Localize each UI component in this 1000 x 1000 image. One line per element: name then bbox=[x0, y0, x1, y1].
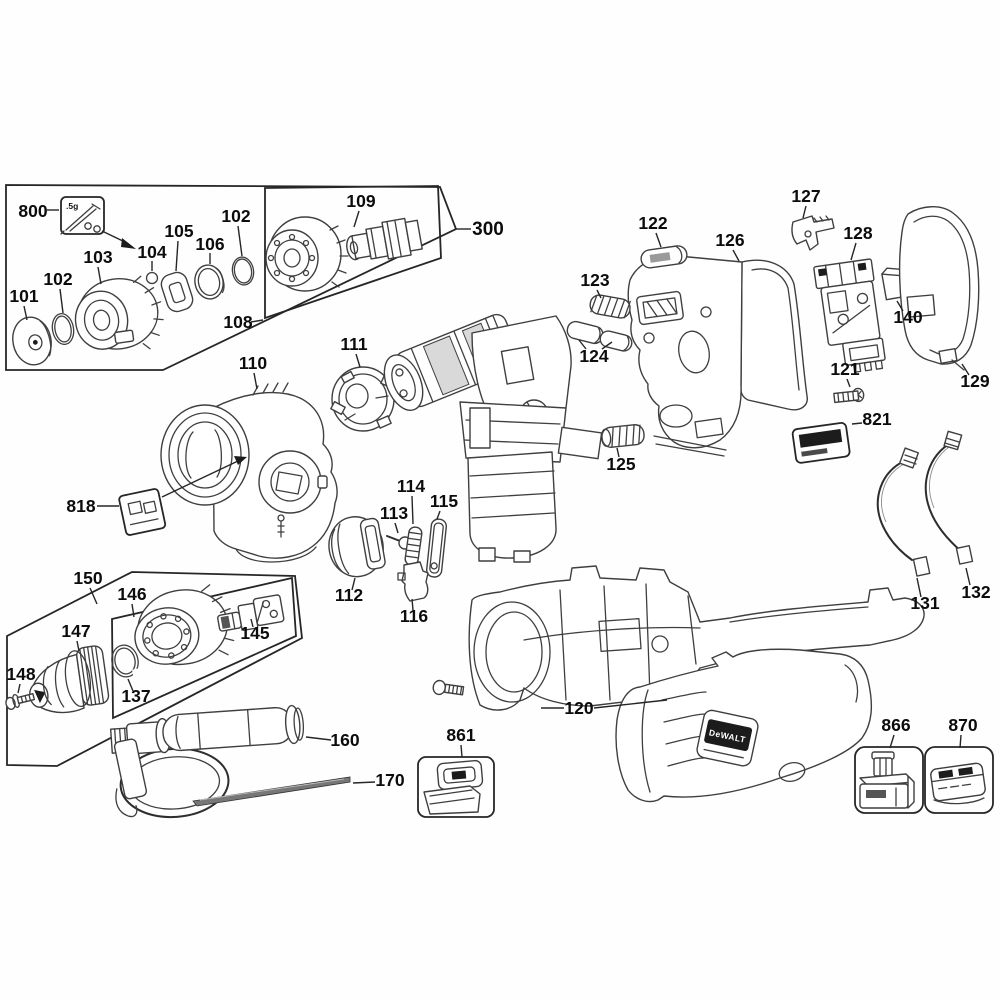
part-120-screw bbox=[432, 679, 465, 696]
part-147-chuck bbox=[29, 645, 110, 714]
label-129: 129 bbox=[960, 371, 989, 391]
part-121-screw bbox=[833, 387, 865, 404]
label-148: 148 bbox=[6, 664, 35, 684]
part-124-pins bbox=[566, 320, 633, 352]
part-108-clutch-drum bbox=[265, 216, 349, 292]
label-300: 300 bbox=[472, 219, 504, 240]
part-120-upper-clamshell bbox=[468, 565, 925, 711]
brand-badge: DeWALT bbox=[696, 709, 759, 767]
part-148-screw bbox=[5, 693, 36, 711]
part-110-gear-housing bbox=[160, 382, 338, 563]
assembly-box-108 bbox=[264, 185, 442, 320]
label-818: 818 bbox=[66, 496, 95, 516]
label-106: 106 bbox=[195, 234, 224, 254]
label-124: 124 bbox=[579, 346, 608, 366]
label-116: 116 bbox=[400, 606, 428, 626]
part-109-spindle bbox=[346, 217, 423, 261]
part-145-adapter bbox=[217, 594, 285, 632]
label-122: 122 bbox=[638, 213, 667, 233]
part-128-switch bbox=[813, 258, 886, 373]
label-821: 821 bbox=[862, 409, 891, 429]
label-113: 113 bbox=[380, 503, 408, 523]
label-131: 131 bbox=[910, 593, 939, 613]
label-145: 145 bbox=[240, 623, 269, 643]
arrow-head bbox=[121, 238, 136, 249]
part-129-handle-cover bbox=[898, 206, 980, 371]
part-821-label bbox=[791, 422, 851, 464]
label-128: 128 bbox=[843, 223, 872, 243]
label-146: 146 bbox=[117, 584, 146, 604]
label-114: 114 bbox=[397, 476, 425, 496]
grease-qty-label: .5g bbox=[66, 201, 78, 211]
label-103: 103 bbox=[83, 247, 112, 267]
part-114-spring bbox=[404, 526, 423, 566]
part-102a-oring bbox=[51, 312, 75, 346]
part-116-detent bbox=[397, 561, 429, 602]
part-101-cap bbox=[12, 316, 52, 366]
label-121: 121 bbox=[830, 359, 859, 379]
label-125: 125 bbox=[606, 454, 635, 474]
part-818-label bbox=[118, 456, 247, 536]
label-109: 109 bbox=[346, 191, 375, 211]
label-108: 108 bbox=[223, 312, 252, 332]
label-123: 123 bbox=[580, 270, 609, 290]
part-170-depth-rod bbox=[192, 776, 351, 807]
part-160-side-handle bbox=[109, 704, 305, 819]
part-866-battery bbox=[854, 746, 924, 814]
part-103-collar bbox=[74, 275, 164, 350]
part-123-spring bbox=[589, 294, 631, 319]
assembly-box-146 bbox=[111, 576, 297, 720]
part-111-cap bbox=[330, 366, 396, 432]
label-104: 104 bbox=[137, 242, 166, 262]
label-127: 127 bbox=[791, 186, 820, 206]
part-122-pin bbox=[640, 245, 688, 269]
label-147: 147 bbox=[61, 621, 90, 641]
label-150: 150 bbox=[73, 568, 102, 588]
label-105: 105 bbox=[164, 221, 193, 241]
part-146-ratchet-collar bbox=[134, 584, 236, 666]
part-102b-oring bbox=[231, 256, 255, 286]
label-866: 866 bbox=[881, 715, 910, 735]
part-motor-assembly bbox=[383, 313, 603, 563]
part-number-labels: 800 101 102 103 104 105 106 102 108 109 … bbox=[6, 186, 990, 790]
label-870: 870 bbox=[948, 715, 977, 735]
label-126: 126 bbox=[715, 230, 744, 250]
part-126-handle-housing bbox=[627, 255, 808, 457]
label-140: 140 bbox=[893, 307, 922, 327]
label-102b: 102 bbox=[221, 206, 250, 226]
label-102a: 102 bbox=[43, 269, 72, 289]
label-110: 110 bbox=[239, 353, 267, 373]
label-160: 160 bbox=[330, 730, 359, 750]
part-127-lock-bracket bbox=[791, 215, 835, 251]
part-105-washer bbox=[160, 271, 194, 313]
part-106-ring bbox=[194, 264, 225, 300]
label-137: 137 bbox=[121, 686, 150, 706]
part-861-kitbox bbox=[417, 756, 495, 818]
part-132-wire bbox=[924, 430, 974, 565]
part-112-dial bbox=[328, 516, 386, 578]
part-131-wire bbox=[876, 447, 931, 577]
part-lower-clamshell: DeWALT bbox=[615, 648, 873, 803]
label-101: 101 bbox=[9, 286, 38, 306]
part-115-clip bbox=[426, 518, 447, 578]
part-870-charger bbox=[924, 746, 994, 814]
label-115: 115 bbox=[430, 491, 458, 511]
leader-lines bbox=[17, 205, 971, 784]
label-111: 111 bbox=[340, 334, 368, 354]
assembly-box-150 bbox=[6, 571, 303, 767]
label-112: 112 bbox=[335, 585, 363, 605]
part-104-ball bbox=[145, 271, 159, 285]
part-125-spring bbox=[600, 424, 645, 448]
label-120: 120 bbox=[564, 698, 593, 718]
label-861: 861 bbox=[446, 725, 475, 745]
part-800-grease: .5g bbox=[60, 196, 136, 249]
label-800: 800 bbox=[18, 201, 47, 221]
label-132: 132 bbox=[961, 582, 990, 602]
label-170: 170 bbox=[375, 770, 404, 790]
part-137-oring bbox=[111, 644, 142, 678]
